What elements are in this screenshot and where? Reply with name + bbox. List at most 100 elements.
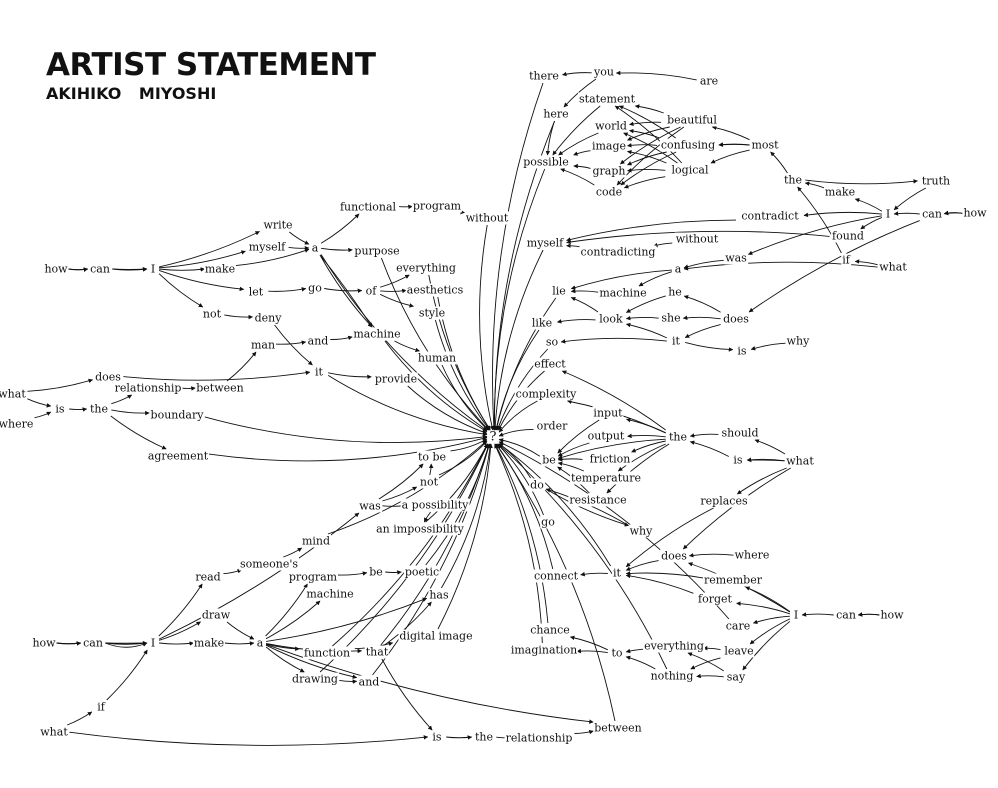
edge-how-bl-to-can-bl: [56, 641, 82, 646]
edge-let-to-go-l: [268, 287, 307, 292]
edge-a-bl-to-machine-b: [265, 600, 321, 640]
node-the-tr: the: [782, 173, 804, 187]
node-replaces: replaces: [699, 494, 749, 508]
node-go-l: go: [307, 281, 323, 295]
node-code: code: [594, 185, 624, 199]
edge-can-br-to-I-br: [801, 612, 834, 617]
node-not-l: not: [201, 307, 223, 321]
edge-what-r-to-is-r2: [746, 457, 785, 463]
edge-confusing-to-world: [629, 128, 660, 139]
edge-digital-image-to-q: [437, 443, 493, 630]
node-was-r: was: [724, 251, 748, 265]
node-graph: graph: [591, 164, 627, 178]
node-can-l: can: [89, 262, 111, 276]
node-style: style: [417, 306, 447, 320]
node-everything-l: everything: [395, 261, 457, 275]
edge-most-to-beautiful: [711, 125, 750, 141]
edge-look-to-like: [556, 319, 596, 324]
node-like: like: [530, 316, 554, 330]
edge-does-r-to-she: [682, 315, 721, 321]
edge-statement-to-possible: [552, 105, 601, 156]
edge-the-r-to-input: [626, 417, 666, 434]
node-does-r: does: [722, 312, 750, 326]
node-should: should: [720, 426, 760, 440]
node-not-b: not: [418, 475, 440, 489]
node-friction: friction: [588, 452, 632, 466]
node-relationship-l: relationship: [113, 381, 183, 395]
edge-make-tr-to-the-tr: [804, 181, 825, 189]
node-the-l: the: [88, 402, 110, 416]
node-connect: connect: [532, 569, 580, 583]
node-mind: mind: [300, 534, 332, 548]
edge-machine-r-to-lie: [570, 288, 599, 294]
edge-what-r-to-does-br: [682, 467, 791, 550]
edge-friction-to-be-r: [557, 457, 583, 462]
edge-what-l-to-is-l: [27, 398, 52, 408]
node-a-bl: a: [255, 636, 265, 650]
edge-I-bl-to-make-bl: [159, 641, 195, 646]
node-resistance: resistance: [568, 493, 628, 507]
edge-human-to-q: [441, 364, 489, 431]
edge-purpose-to-q: [380, 257, 489, 431]
edge-say-to-everything-br: [687, 652, 724, 672]
node-order: order: [535, 419, 569, 433]
edge-logical-to-image-tr: [627, 149, 667, 164]
edge-I-br-to-forget: [736, 601, 791, 615]
node-remember: remember: [703, 573, 763, 587]
edge-imagination-to-q: [494, 443, 543, 644]
node-is-r2: is: [732, 453, 744, 467]
edge-a-r-to-lie: [570, 269, 672, 290]
edge-you-to-there: [562, 71, 592, 77]
edge-does-br-to-it-br: [625, 560, 659, 571]
node-contradicting: contradicting: [579, 245, 657, 259]
edge-machine-l-to-human: [394, 340, 420, 353]
node-I-l: I: [149, 262, 157, 276]
node-and-b: and: [357, 675, 381, 689]
edge-relationship-b-to-between-b: [574, 729, 594, 735]
edge-is-l-to-the-l: [69, 407, 88, 412]
node-to: to: [610, 646, 624, 660]
node-truth: truth: [920, 174, 952, 188]
node-how-bl: how: [31, 636, 57, 650]
node-can-bl: can: [82, 636, 104, 650]
edge-and-l-to-machine-l: [330, 335, 353, 341]
edge-temperature-to-be-r: [557, 461, 584, 472]
node-is-b: is: [431, 730, 443, 744]
node-input: input: [592, 406, 624, 420]
node-so: so: [544, 335, 560, 349]
node-does-br: does: [660, 549, 688, 563]
edge-forget-to-it-br: [625, 573, 694, 594]
edge-agreement-to-q: [208, 436, 488, 462]
node-say: say: [725, 670, 747, 684]
edge-how-l-to-can-l: [68, 267, 89, 272]
edge-does-l-to-it-l: [123, 370, 311, 381]
edge-remember-to-it-br: [625, 571, 706, 579]
edge-I-tr-to-was-r: [747, 215, 882, 255]
edge-provide-to-q: [407, 385, 488, 435]
edge-what-bl-to-if-bl: [67, 711, 93, 726]
edge-I-br-to-leave: [749, 618, 791, 645]
node-purpose: purpose: [353, 244, 401, 258]
node-deny: deny: [253, 311, 283, 325]
edge-deny-to-it-l: [274, 324, 313, 366]
edge-contradict-to-myself-r: [566, 219, 737, 242]
edge-go-l-to-of: [324, 288, 363, 294]
node-machine-b: machine: [305, 587, 355, 601]
node-boundary: boundary: [149, 408, 205, 422]
edge-of-to-aesthetics: [380, 288, 407, 294]
node-lie: lie: [551, 284, 567, 298]
edge-to-to-imagination: [576, 648, 608, 654]
edge-beautiful-to-graph: [620, 126, 681, 165]
edge-image-tr-to-possible: [573, 150, 591, 156]
node-someones: someone's: [238, 557, 300, 571]
edge-leave-to-everything-br: [702, 645, 721, 651]
edge-code-to-possible: [560, 168, 595, 186]
node-if-bl: if: [96, 700, 106, 714]
node-a-possibility: a possibility: [400, 498, 470, 512]
node-aesthetics: aesthetics: [405, 283, 465, 297]
edge-why-r-to-is-r: [750, 342, 786, 351]
edge-is-r2-to-the-r: [689, 440, 730, 457]
edge-it-br-to-q: [498, 443, 611, 567]
edge-that-to-is-b: [381, 658, 433, 731]
